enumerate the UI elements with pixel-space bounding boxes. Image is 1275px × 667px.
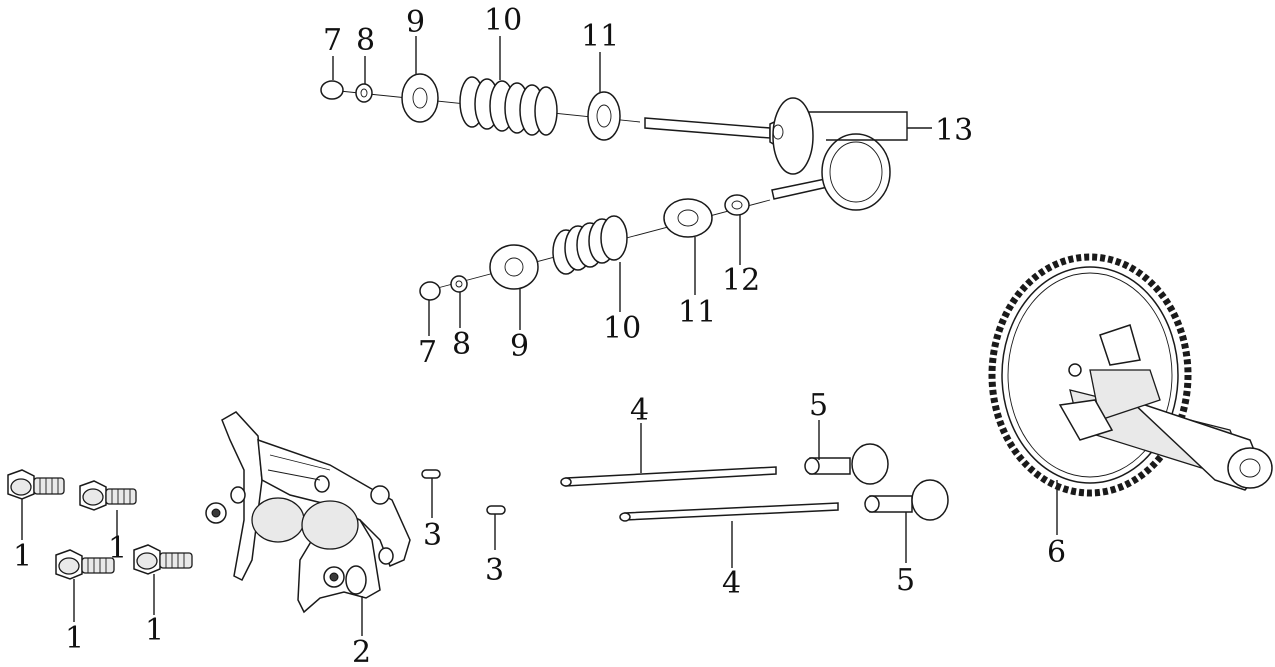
label-12: 12: [722, 263, 760, 298]
label-5-upper: 5: [809, 388, 828, 423]
label-2: 2: [352, 635, 371, 667]
leader-lines: [21, 36, 1058, 636]
tappet-part: [864, 479, 949, 521]
valve-spring-part: [459, 76, 558, 136]
label-1-d: 1: [145, 613, 164, 648]
label-11-upper: 11: [581, 19, 619, 54]
valve-upper-part: [644, 97, 814, 175]
label-4-upper: 4: [630, 393, 649, 428]
bolt-part: [7, 469, 65, 500]
label-7-upper: 7: [323, 23, 342, 58]
valve-spring-part: [552, 215, 628, 275]
valve-cap-part: [419, 281, 441, 301]
label-10-upper: 10: [484, 3, 522, 38]
label-3-a: 3: [423, 518, 442, 553]
label-6: 6: [1047, 535, 1066, 570]
label-13: 13: [935, 113, 973, 148]
label-10-lower: 10: [603, 311, 641, 346]
valve-lower-part: [771, 133, 891, 211]
label-1-a: 1: [13, 539, 32, 574]
label-1-c: 1: [65, 621, 84, 656]
label-9-upper: 9: [406, 5, 425, 40]
valve-cap-part: [320, 80, 344, 100]
label-9-lower: 9: [510, 329, 529, 364]
upper-valve-assembly: [320, 73, 814, 175]
bolts: [7, 469, 193, 580]
label-3-b: 3: [485, 553, 504, 588]
label-11-lower: 11: [678, 295, 716, 330]
bolt-part: [55, 549, 115, 580]
lower-valve-assembly: [419, 133, 891, 301]
bolt-part: [79, 480, 137, 511]
camshaft-gear-part: [988, 253, 1273, 497]
valve-keeper-part: [450, 275, 468, 293]
tappet-part: [804, 443, 889, 485]
dowel-pin-part: [486, 505, 506, 515]
pushrods-and-tappets: [560, 443, 949, 522]
pins: [421, 469, 506, 515]
spring-retainer-part: [401, 73, 439, 123]
bolt-part: [133, 544, 193, 575]
label-7-lower: 7: [418, 335, 437, 370]
rocker-arm-bracket-part: [205, 411, 411, 614]
label-8-upper: 8: [356, 23, 375, 58]
dowel-pin-part: [421, 469, 441, 479]
push-rod-part: [619, 502, 839, 522]
spring-retainer-part: [489, 244, 539, 290]
valve-keeper-part: [355, 83, 373, 103]
spring-seat-part: [587, 91, 621, 141]
callout-labels: 7 8 9 10 11 13 7 8 9 10 11 12 1 1 1 1 2 …: [13, 3, 1066, 667]
push-rod-part: [560, 466, 777, 487]
label-8-lower: 8: [452, 327, 471, 362]
spring-seat-part: [663, 198, 713, 238]
label-1-b: 1: [108, 531, 127, 566]
label-4-lower: 4: [722, 566, 741, 601]
valve-seal-part: [724, 194, 750, 216]
label-5-lower: 5: [896, 563, 915, 598]
